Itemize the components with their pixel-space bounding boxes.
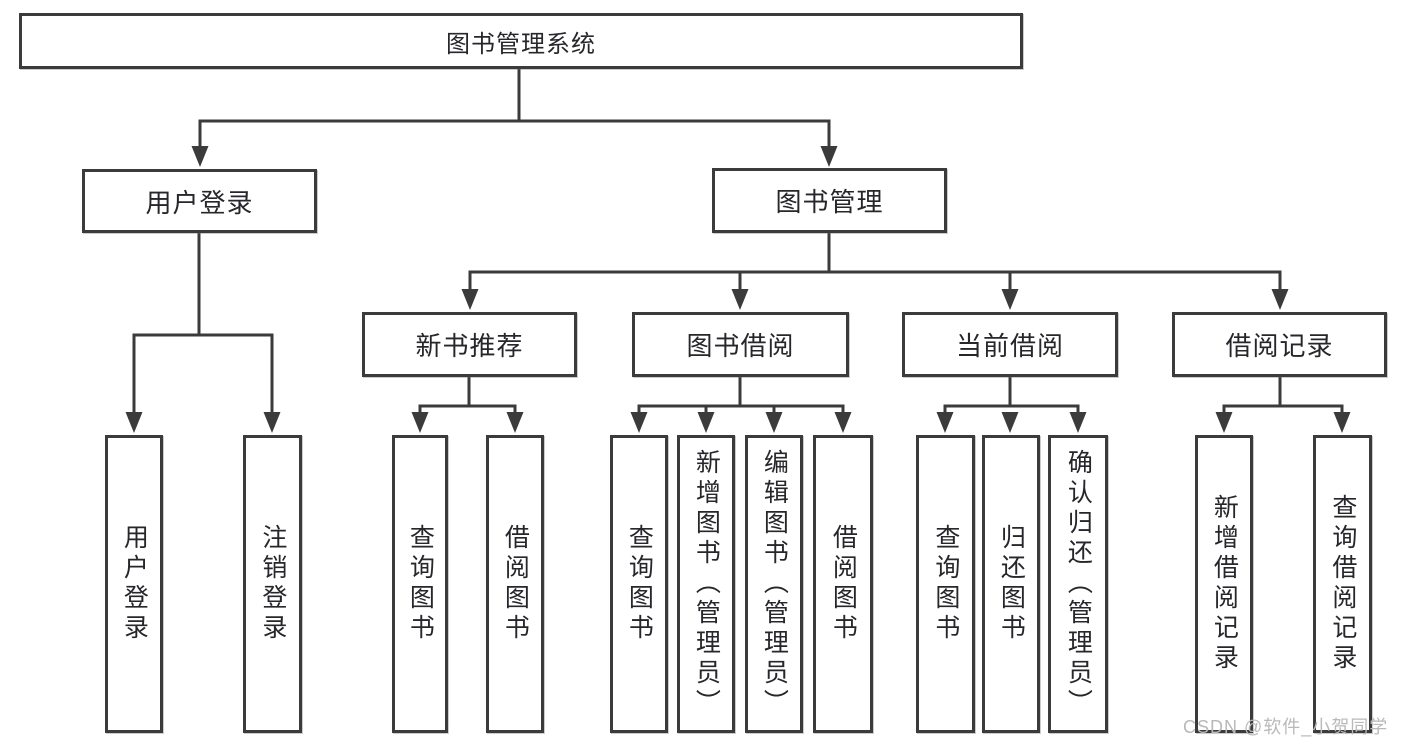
node-label: 当前借阅 bbox=[955, 331, 1064, 361]
node-label: 借阅图书 bbox=[829, 524, 858, 644]
leaf-borrow-edit-book-admin: 编辑图书（管理员） bbox=[745, 435, 803, 733]
node-label: 新增图书（管理员） bbox=[692, 449, 721, 719]
node-book-management: 图书管理 bbox=[712, 168, 947, 233]
leaf-current-query-book: 查询图书 bbox=[916, 435, 975, 733]
node-label: 借阅图书 bbox=[501, 524, 530, 644]
node-label: 新增借阅记录 bbox=[1210, 494, 1239, 674]
node-label: 用户登录 bbox=[145, 187, 254, 218]
leaf-record-add-borrow-record: 新增借阅记录 bbox=[1195, 435, 1253, 733]
leaf-user-login: 用户登录 bbox=[105, 435, 163, 733]
node-label: 查询图书 bbox=[406, 524, 435, 644]
node-book-borrow: 图书借阅 bbox=[632, 312, 849, 377]
leaf-borrow-add-book-admin: 新增图书（管理员） bbox=[677, 435, 735, 733]
leaf-recommend-borrow-book: 借阅图书 bbox=[486, 435, 544, 733]
node-label: 图书管理 bbox=[775, 187, 884, 217]
node-new-book-recommend: 新书推荐 bbox=[362, 312, 577, 377]
leaf-current-return-book: 归还图书 bbox=[982, 435, 1040, 733]
node-label: 图书管理系统 bbox=[446, 30, 596, 58]
node-label: 查询图书 bbox=[931, 524, 960, 644]
leaf-recommend-query-book: 查询图书 bbox=[392, 435, 448, 733]
leaf-current-confirm-return-admin: 确认归还（管理员） bbox=[1048, 435, 1108, 733]
node-label: 图书借阅 bbox=[686, 331, 795, 361]
node-label: 确认归还（管理员） bbox=[1064, 449, 1093, 719]
node-label: 借阅记录 bbox=[1225, 331, 1334, 361]
leaf-logout: 注销登录 bbox=[243, 435, 302, 733]
node-label: 归还图书 bbox=[997, 524, 1026, 644]
leaf-record-query-borrow-record: 查询借阅记录 bbox=[1313, 435, 1372, 733]
node-system: 图书管理系统 bbox=[19, 13, 1023, 69]
node-label: 注销登录 bbox=[258, 524, 287, 644]
node-user-login: 用户登录 bbox=[82, 169, 317, 233]
node-label: 新书推荐 bbox=[415, 331, 524, 361]
node-label: 查询图书 bbox=[625, 524, 654, 644]
node-label: 编辑图书（管理员） bbox=[760, 449, 789, 719]
leaf-borrow-query-book: 查询图书 bbox=[610, 435, 668, 733]
node-label: 用户登录 bbox=[120, 524, 149, 644]
node-label: 查询借阅记录 bbox=[1328, 494, 1357, 674]
leaf-borrow-borrow-book: 借阅图书 bbox=[813, 435, 873, 733]
node-borrow-record: 借阅记录 bbox=[1172, 312, 1387, 377]
node-current-borrow: 当前借阅 bbox=[902, 312, 1118, 377]
watermark: CSDN @软件_小贺同学 bbox=[1183, 717, 1389, 737]
